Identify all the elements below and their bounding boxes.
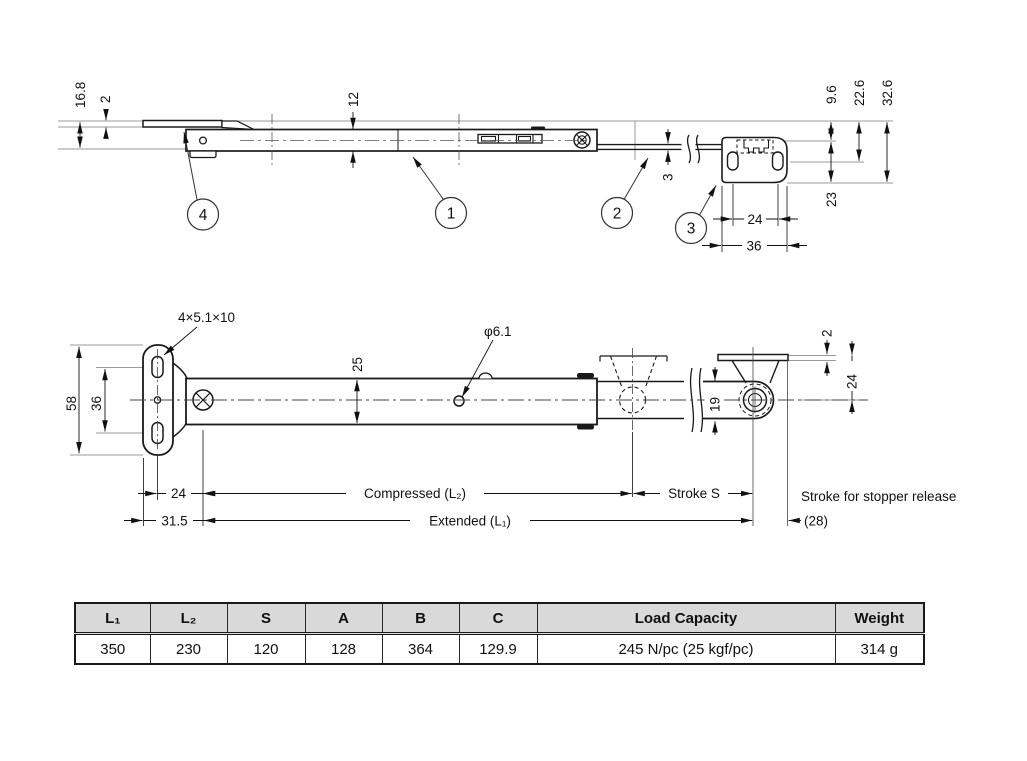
value-s: 120	[226, 633, 306, 665]
callout-leaders	[183, 131, 717, 216]
dim-slot-spec: 4×5.1×10	[178, 310, 235, 325]
callout-4-label: 4	[199, 207, 208, 224]
dim-rod-dia: 3	[661, 173, 676, 181]
callout-2-label: 2	[613, 206, 622, 223]
col-header-l1: L₁	[74, 602, 151, 635]
dim-hole-dia: φ6.1	[484, 324, 512, 339]
side-view-centerlines	[240, 114, 590, 166]
col-header-c: C	[458, 602, 538, 635]
value-l2: 230	[149, 633, 228, 665]
dim-hole-pitch: 24	[747, 212, 763, 227]
dim-pivot-offset: 24	[171, 486, 187, 501]
label-extended-length: Extended (L₁)	[429, 514, 511, 529]
value-load-capacity: 245 N/pc (25 kgf/pc)	[536, 633, 836, 665]
end-bracket-side	[721, 136, 788, 184]
dim-plate-height: 58	[64, 396, 79, 411]
dim-flange-thickness: 2	[820, 329, 835, 337]
col-header-weight: Weight	[834, 602, 925, 635]
callout-1-label: 1	[447, 206, 456, 223]
stay-arm-plan-outline	[142, 344, 789, 456]
value-a: 128	[304, 633, 383, 665]
value-b: 364	[381, 633, 460, 665]
plan-view: 4×5.1×10 58 36 25 φ6.1 2 24 19 24 31.5 C…	[64, 310, 956, 529]
dim-arm-height: 12	[346, 92, 361, 107]
col-header-s: S	[226, 602, 306, 635]
break-symbol	[686, 134, 692, 164]
label-stopper-release: Stroke for stopper release	[801, 489, 956, 504]
plan-view-extension-lines	[143, 430, 633, 526]
dim-hole-offset: 22.6	[852, 80, 867, 106]
callout-circle-2	[600, 196, 634, 230]
value-weight: 314 g	[834, 633, 925, 665]
spec-table: L₁ L₂ S A B C Load Capacity Weight 350 2…	[74, 602, 925, 665]
dim-bracket-width: 36	[746, 239, 761, 254]
dim-end-width: 19	[708, 397, 723, 412]
plate-clamp-lip	[221, 120, 255, 131]
col-header-b: B	[381, 602, 460, 635]
label-stroke: Stroke S	[668, 486, 720, 501]
dim-bracket-offset: 9.6	[824, 85, 839, 104]
slide-rod-plan	[597, 380, 684, 420]
adjust-slot	[477, 133, 543, 144]
top-plate-side	[142, 119, 223, 128]
col-header-a: A	[304, 602, 383, 635]
side-view: 16.8 2 12 9.6 22.6 32.6 23 3 24 36 4 1 2…	[58, 80, 895, 254]
bracket-slot-hole	[771, 151, 784, 171]
rod-clamp-detail	[743, 140, 770, 153]
spec-table-header-row: L₁ L₂ S A B C Load Capacity Weight	[74, 602, 925, 635]
slide-rod-side	[597, 143, 722, 151]
dim-end-height: 24	[845, 373, 860, 389]
technical-drawing-canvas: 16.8 2 12 9.6 22.6 32.6 23 3 24 36 4 1 2…	[58, 80, 956, 529]
dim-arm-width: 25	[350, 357, 365, 372]
rivet-hole	[453, 395, 465, 407]
bottom-tab	[189, 150, 217, 159]
value-c: 129.9	[458, 633, 538, 665]
plan-view-reference-lines	[70, 344, 860, 456]
tube-bump	[478, 372, 493, 379]
arm-tube-plan	[185, 377, 598, 426]
dim-height-total: 16.8	[73, 82, 88, 108]
callout-circle-4	[186, 198, 220, 231]
col-header-l2: L₂	[149, 602, 228, 635]
latch-bump	[531, 126, 545, 130]
dim-plate-thickness: 2	[98, 95, 113, 103]
stay-arm-side-outline	[142, 119, 788, 184]
phantom-stopper	[599, 355, 668, 414]
bracket-slot-hole	[726, 151, 739, 171]
plan-view-centerlines	[130, 347, 868, 526]
col-header-load-capacity: Load Capacity	[536, 602, 836, 635]
dim-slot-pitch: 36	[89, 396, 104, 411]
label-compressed-length: Compressed (L₂)	[364, 486, 466, 501]
callout-circle-3	[674, 211, 708, 245]
callout-balloons: 4 1 2 3	[186, 196, 708, 245]
callout-circle-1	[434, 196, 468, 230]
spec-table-value-row: 350 230 120 128 364 129.9 245 N/pc (25 k…	[74, 633, 925, 665]
pivot-hole-side	[198, 136, 208, 145]
dim-bracket-height: 23	[824, 192, 839, 207]
dim-edge-offset: 31.5	[161, 514, 187, 529]
callout-3-label: 3	[687, 221, 696, 238]
dim-stopper-travel: (28)	[804, 514, 828, 529]
value-l1: 350	[74, 633, 151, 665]
dim-bracket-depth: 32.6	[880, 80, 895, 106]
